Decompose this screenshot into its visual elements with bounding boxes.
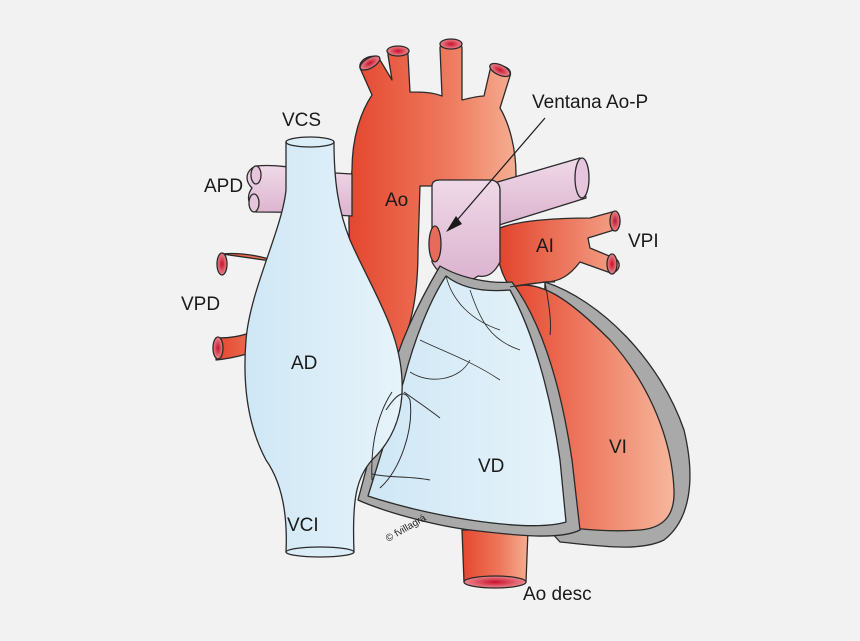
tricuspid-valve bbox=[371, 391, 441, 489]
rv-trabeculae bbox=[409, 275, 521, 381]
descending-aorta-opening bbox=[463, 575, 527, 589]
descending-aorta bbox=[461, 529, 529, 583]
vpd-upper-opening bbox=[216, 252, 228, 276]
vci-opening bbox=[285, 546, 355, 558]
label-ad: AD bbox=[291, 353, 317, 374]
label-vi: VI bbox=[609, 437, 627, 458]
left-pulmonary-opening bbox=[574, 157, 590, 199]
label-vpi: VPI bbox=[628, 231, 659, 252]
vcs-opening bbox=[285, 136, 335, 148]
aorta-branch-4-opening bbox=[489, 62, 511, 78]
mitral-valve bbox=[509, 281, 556, 336]
vpd-lower-opening bbox=[212, 336, 224, 360]
apd-lower-opening bbox=[248, 193, 260, 213]
label-ao: Ao bbox=[385, 190, 408, 211]
ventana-ao-p bbox=[428, 225, 442, 263]
vpi-lower-opening bbox=[606, 253, 618, 275]
ventana-pointer-line bbox=[451, 117, 546, 227]
ventana-pointer-arrowhead bbox=[446, 216, 462, 232]
label-vci: VCI bbox=[287, 515, 319, 536]
label-vd: VD bbox=[478, 456, 504, 477]
aorta-branch-2-opening bbox=[386, 45, 410, 57]
label-ventana-ao-p: Ventana Ao-P bbox=[532, 92, 648, 113]
aorta-branch-3-opening bbox=[439, 38, 463, 50]
pulmonary-trunk bbox=[431, 179, 501, 282]
aorta-branch-1-opening bbox=[359, 55, 381, 71]
label-apd: APD bbox=[204, 176, 243, 197]
left-atrium bbox=[496, 211, 621, 288]
label-vcs: VCS bbox=[282, 110, 321, 131]
apd-upper-opening bbox=[250, 165, 262, 185]
right-ventricle bbox=[367, 275, 567, 527]
label-ao-desc: Ao desc bbox=[523, 584, 592, 605]
right-atrium-venae-cavae bbox=[244, 141, 403, 553]
vpi-upper-opening bbox=[609, 210, 621, 232]
label-vpd: VPD bbox=[181, 294, 220, 315]
copyright-text: © fvillagrá bbox=[384, 513, 429, 545]
label-ai: AI bbox=[536, 236, 554, 257]
